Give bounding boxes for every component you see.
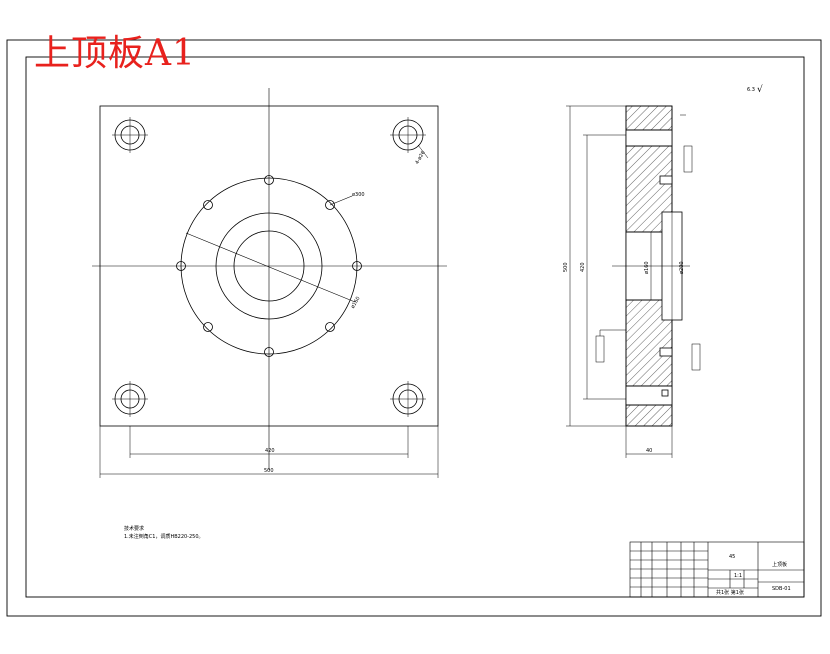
corner-hole-tl [112, 117, 148, 153]
callout-box [683, 145, 693, 173]
dim-bore-text: ø160 [644, 261, 650, 274]
dim-thickness-text: 40 [646, 448, 652, 454]
leader-pitch [329, 195, 353, 206]
dim-hole-spacing-text: 420 [265, 448, 275, 454]
bolt-hole [176, 261, 186, 271]
hatch-bottom [625, 404, 673, 427]
bolt-hole [203, 200, 213, 210]
notes-heading: 技术要求 [124, 525, 144, 532]
bolt-hole [264, 175, 274, 185]
dim-inner-bore-text: ø160 [350, 296, 362, 310]
bolt-hole [352, 261, 362, 271]
bolt-hole [325, 322, 335, 332]
dim-bore-large-text: ø200 [679, 261, 685, 274]
pitch-circle-outer [180, 177, 358, 355]
dim-pitch-circle-text: ø300 [352, 192, 365, 198]
dim-hole-spacing-v-text: 420 [580, 262, 586, 272]
front-view: 420 500 ø300 ø160 4-ø26 [92, 88, 447, 478]
counterbore-circle [215, 212, 323, 320]
corner-hole-tr [390, 117, 429, 159]
dim-overall-width-text: 500 [264, 468, 274, 474]
notes-line-1: 1.未注倒角C1，调质HB220-250。 [124, 533, 204, 540]
bore-circle [233, 230, 305, 302]
title-block-scale: 1:1 [734, 573, 742, 579]
inner-border [25, 56, 805, 598]
corner-hole-bl [112, 381, 148, 417]
leader-inner [185, 232, 356, 303]
callout-box [691, 343, 701, 371]
roughness-mark: √ [757, 84, 763, 95]
bolt-hole [264, 347, 274, 357]
hatch-top [625, 105, 673, 131]
section-view: 500 420 ø160 ø200 40 6.3 √ [563, 84, 763, 458]
title-block-drawing-number: SDB-01 [772, 586, 791, 592]
corner-hole-br [390, 381, 426, 417]
callout-box [595, 335, 605, 363]
dim-overall-height-text: 500 [563, 262, 569, 272]
title-block-part-name: 上顶板 [772, 561, 787, 568]
bolt-hole [203, 322, 213, 332]
pitch-circle-holes [176, 175, 362, 357]
outer-border [6, 39, 822, 617]
bolt-hole [325, 200, 335, 210]
drawing-title: 上顶板A1 [34, 33, 196, 74]
title-block [629, 541, 805, 598]
dim-corner-hole-text: 4-ø26 [414, 150, 426, 165]
title-block-material: 45 [729, 554, 735, 560]
technical-notes: 技术要求 1.未注倒角C1，调质HB220-250。 [124, 525, 204, 540]
title-block-sheet: 共1张 第1张 [716, 589, 744, 596]
roughness-value: 6.3 [747, 87, 755, 93]
